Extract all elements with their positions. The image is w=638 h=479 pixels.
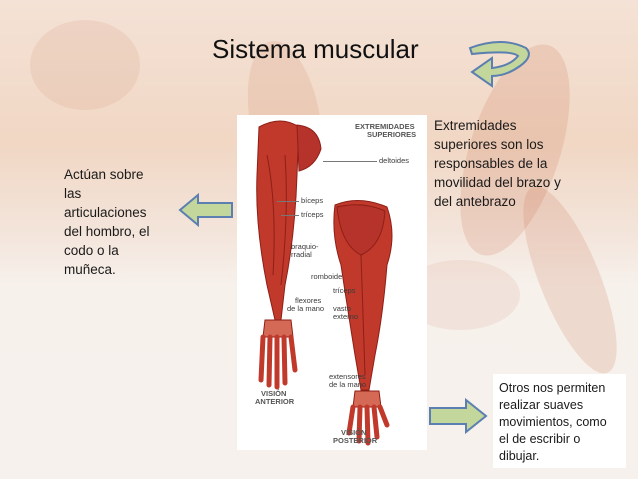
- label-triceps-anterior: tríceps: [301, 210, 324, 219]
- label-braquiorradial-line: rradial: [291, 250, 312, 259]
- label-extensores: extensores de la mano: [329, 373, 366, 389]
- bottom-description: Otros nos permiten realizar suaves movim…: [493, 374, 626, 468]
- label-romboide: romboide: [311, 272, 343, 281]
- left-description: Actúan sobre las articulaciones del homb…: [64, 167, 150, 277]
- label-flexores-line: de la mano: [287, 304, 325, 313]
- bottom-line: Otros nos permiten: [499, 381, 606, 395]
- right-arrow-icon: [429, 398, 488, 434]
- arm-muscle-figure: EXTREMIDADES SUPERIORES deltoides bíceps…: [237, 115, 427, 450]
- figure-heading-line: SUPERIORES: [367, 130, 417, 139]
- arm-muscles-illustration: [256, 120, 393, 446]
- vision-anterior-line: ANTERIOR: [255, 397, 295, 406]
- right-description: Extremidades superiores son los responsa…: [434, 118, 561, 209]
- label-braquiorradial-line: braquio-: [291, 242, 319, 251]
- label-deltoides: deltoides: [379, 156, 410, 165]
- label-vision-anterior: VISIÓN ANTERIOR: [255, 390, 294, 406]
- label-extensores-line: extensores: [329, 372, 366, 381]
- leader-line: [323, 161, 377, 162]
- curved-arrow-icon: [468, 41, 530, 88]
- leader-line: [277, 201, 299, 202]
- slide-title: Sistema muscular: [212, 34, 419, 64]
- label-flexores-line: flexores: [295, 296, 322, 305]
- label-triceps-posterior: tríceps: [333, 286, 356, 295]
- figure-heading-line: EXTREMIDADES: [355, 122, 415, 131]
- label-vasto-externo: vasto externo: [333, 305, 358, 321]
- label-extensores-line: de la mano: [329, 380, 367, 389]
- background-figure: [30, 20, 140, 110]
- bottom-line: realizar suaves: [499, 398, 584, 412]
- bottom-line: movimientos, como: [499, 415, 607, 429]
- figure-heading: EXTREMIDADES SUPERIORES: [355, 123, 416, 139]
- vision-anterior-line: VISIÓN: [261, 389, 287, 398]
- vision-posterior-line: POSTERIOR: [333, 436, 378, 445]
- label-flexores: flexores de la mano: [287, 297, 324, 313]
- label-vision-posterior: VISIÓN POSTERIOR: [333, 429, 377, 445]
- vision-posterior-line: VISIÓN: [341, 428, 367, 437]
- label-biceps: bíceps: [301, 196, 324, 205]
- label-vasto-line: vasto: [333, 304, 351, 313]
- label-vasto-line: externo: [333, 312, 359, 321]
- bottom-line: el de escribir o: [499, 432, 581, 446]
- left-arrow-icon: [178, 193, 233, 227]
- leader-line: [281, 215, 299, 216]
- label-braquiorradial: braquio- rradial: [291, 243, 319, 259]
- bottom-line: dibujar.: [499, 449, 540, 463]
